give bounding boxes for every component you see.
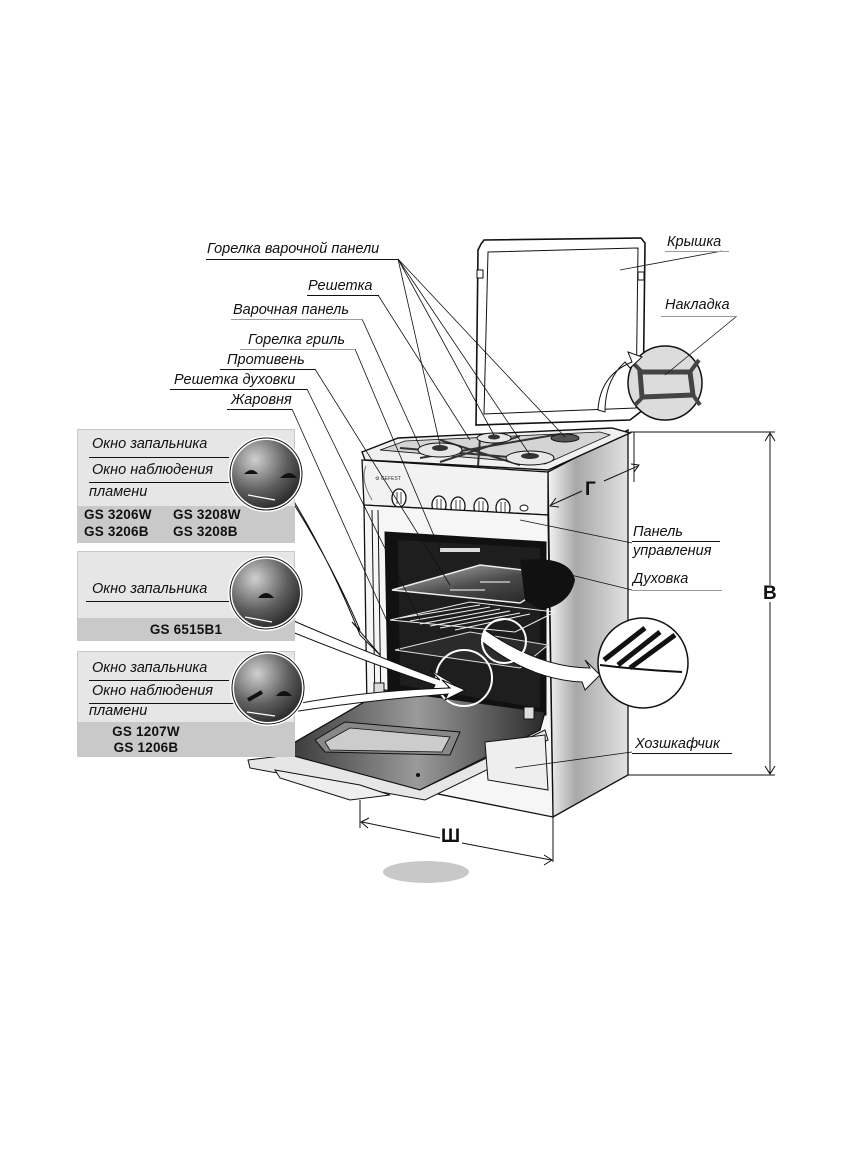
label-flame-window-1: Окно наблюдения	[92, 462, 214, 478]
underline	[665, 251, 729, 252]
underline	[170, 389, 307, 390]
burner-cap-zoom	[597, 345, 703, 421]
dimension-height: В	[763, 583, 777, 604]
dimension-width: Ш	[441, 826, 461, 847]
model-code: GS 3208B	[173, 524, 238, 539]
inset-panel-3: Окно запальника Окно наблюдения пламени …	[77, 651, 295, 757]
label-oven-rack: Решетка духовки	[174, 372, 296, 388]
underline	[89, 482, 274, 483]
label-hob-burner: Горелка варочной панели	[207, 241, 380, 257]
label-flame-window-2: пламени	[89, 703, 148, 719]
label-ignition-window: Окно запальника	[92, 436, 208, 452]
dimension-depth: Г	[585, 479, 596, 500]
label-burner-cap: Накладка	[665, 297, 730, 313]
underline	[632, 541, 720, 542]
model-code: GS 3206W	[84, 507, 152, 522]
label-ignition-window: Окно запальника	[92, 581, 208, 597]
storage-drawer-drawing	[484, 734, 549, 791]
label-flame-window-1: Окно наблюдения	[92, 683, 214, 699]
label-ignition-window: Окно запальника	[92, 660, 208, 676]
inset-panel-2: Окно запальника GS 6515B1	[77, 551, 295, 641]
underline	[632, 590, 722, 591]
underline	[227, 409, 292, 410]
dimension-lines	[359, 431, 776, 866]
label-flame-window-2: пламени	[89, 484, 148, 500]
oven-rack-zoom	[479, 617, 689, 709]
model-code: GS 1207W	[112, 724, 180, 739]
underline	[231, 319, 363, 320]
underline	[661, 316, 737, 317]
underline	[632, 753, 732, 754]
label-control-panel-1: Панель	[633, 524, 683, 540]
underline	[307, 295, 379, 296]
label-grate: Решетка	[308, 278, 373, 294]
model-band	[78, 506, 294, 542]
label-oven: Духовка	[633, 571, 689, 587]
label-roasting-pan: Жаровня	[231, 392, 292, 408]
underline	[89, 680, 229, 681]
leader-lines	[291, 250, 738, 769]
underline	[206, 259, 398, 260]
model-code: GS 3208W	[173, 507, 241, 522]
underline	[89, 457, 229, 458]
label-control-panel-2: управления	[633, 543, 712, 559]
underline	[220, 369, 315, 370]
floor-shadow	[383, 861, 469, 883]
model-code: GS 1206B	[113, 740, 179, 755]
underline	[240, 349, 355, 350]
underline	[86, 601, 261, 602]
label-lid: Крышка	[667, 234, 722, 250]
label-grill-burner: Горелка гриль	[248, 332, 345, 348]
model-code: GS 6515B1	[149, 622, 223, 637]
model-code: GS 3206B	[84, 524, 149, 539]
model-band	[78, 722, 294, 756]
brand-mark: ⚙ GEFEST	[375, 476, 401, 482]
label-baking-tray: Противень	[227, 352, 305, 368]
inset-panel-1: Окно запальника Окно наблюдения пламени …	[77, 429, 295, 543]
underline	[89, 703, 239, 704]
label-hob: Варочная панель	[233, 302, 349, 318]
lid-drawing	[475, 237, 646, 426]
label-storage-drawer: Хозшкафчик	[635, 736, 720, 752]
